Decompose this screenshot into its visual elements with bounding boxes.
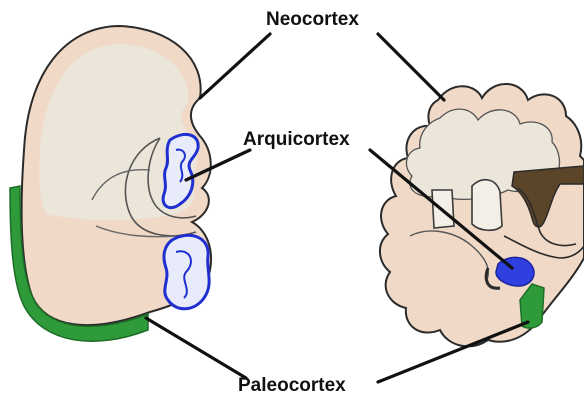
ventricle-lateral bbox=[472, 180, 502, 231]
paleocortex-label: Paleocortex bbox=[238, 375, 346, 393]
arquicortex-region-right bbox=[496, 257, 534, 286]
arquicortex-label: Arquicortex bbox=[243, 129, 350, 150]
neocortex-label: Neocortex bbox=[266, 9, 359, 30]
